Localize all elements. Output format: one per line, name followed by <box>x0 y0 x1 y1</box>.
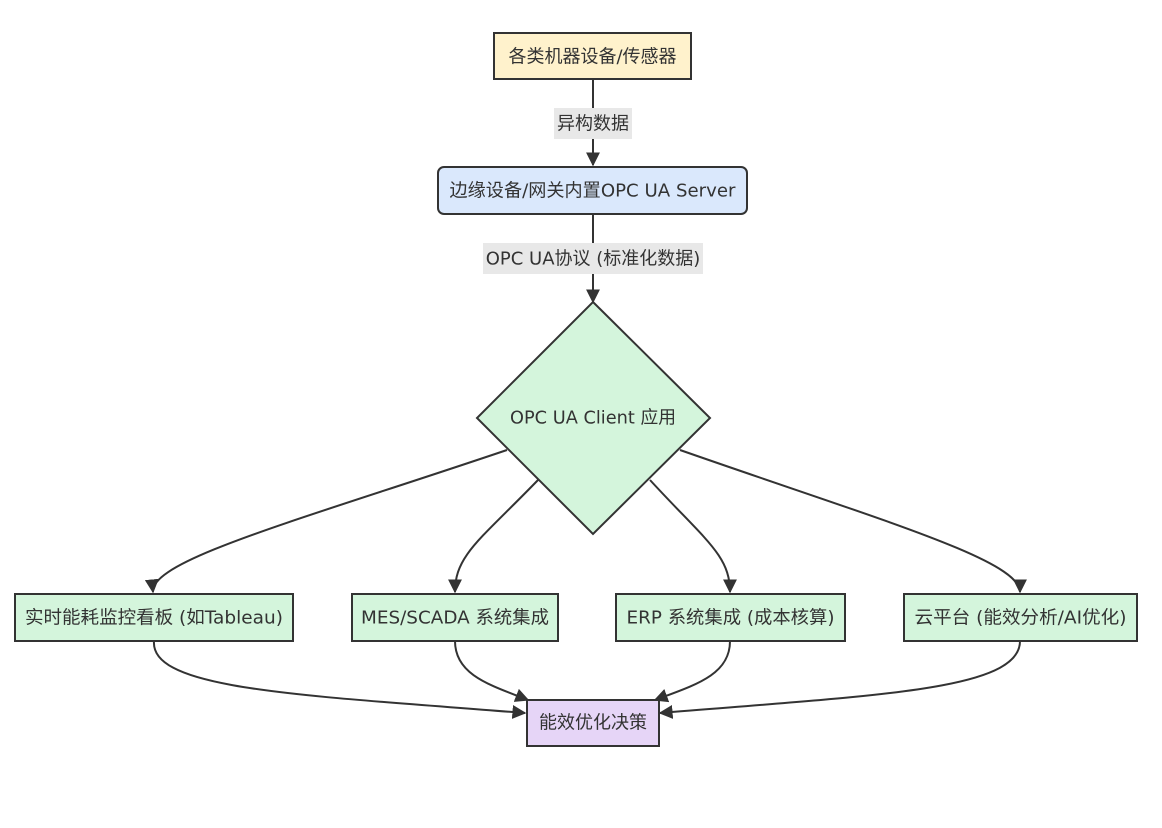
edge-label-text: OPC UA协议 (标准化数据) <box>486 249 701 270</box>
edge-cloud-to-decision <box>658 640 1021 719</box>
node-mes-label: MES/SCADA 系统集成 <box>361 608 549 629</box>
edge-label-gateway-to-client: OPC UA协议 (标准化数据) <box>483 243 703 274</box>
node-client-label: OPC UA Client 应用 <box>510 408 676 429</box>
edge-client-to-mes <box>448 479 539 594</box>
node-source: 各类机器设备/传感器 <box>493 32 692 80</box>
node-cloud-box <box>903 593 1138 642</box>
node-decision-box <box>526 699 660 747</box>
edge-label-bg <box>554 108 632 139</box>
node-gateway-label: 边缘设备/网关内置OPC UA Server <box>450 181 737 202</box>
node-source-label: 各类机器设备/传感器 <box>508 47 676 68</box>
node-client-diamond <box>475 300 712 536</box>
node-decision: 能效优化决策 <box>526 699 660 747</box>
node-erp-box <box>615 593 846 642</box>
node-gateway-box <box>437 166 748 215</box>
node-dashboard-label: 实时能耗监控看板 (如Tableau) <box>25 608 283 629</box>
edge-erp-to-decision <box>653 640 731 703</box>
edge-dashboard-to-decision <box>152 640 527 719</box>
node-mes-box <box>351 593 559 642</box>
node-cloud: 云平台 (能效分析/AI优化) <box>903 593 1138 642</box>
node-dashboard-box <box>14 593 294 642</box>
node-mes: MES/SCADA 系统集成 <box>351 593 559 642</box>
node-dashboard: 实时能耗监控看板 (如Tableau) <box>14 593 294 642</box>
node-client: OPC UA Client 应用 <box>475 300 712 536</box>
node-gateway: 边缘设备/网关内置OPC UA Server <box>437 166 748 215</box>
node-source-box <box>493 32 692 80</box>
edge-client-to-dashboard <box>144 449 508 594</box>
node-erp-label: ERP 系统集成 (成本核算) <box>627 608 835 629</box>
node-decision-label: 能效优化决策 <box>539 713 647 734</box>
edge-label-bg <box>483 243 703 274</box>
node-erp: ERP 系统集成 (成本核算) <box>615 593 846 642</box>
edge-label-source-to-gateway: 异构数据 <box>554 108 632 139</box>
edge-client-to-cloud <box>679 449 1027 594</box>
edge-label-text: 异构数据 <box>557 114 629 135</box>
edges <box>144 79 1027 719</box>
edge-client-to-erp <box>649 479 737 594</box>
edge-mes-to-decision <box>454 640 530 702</box>
node-cloud-label: 云平台 (能效分析/AI优化) <box>915 608 1127 629</box>
